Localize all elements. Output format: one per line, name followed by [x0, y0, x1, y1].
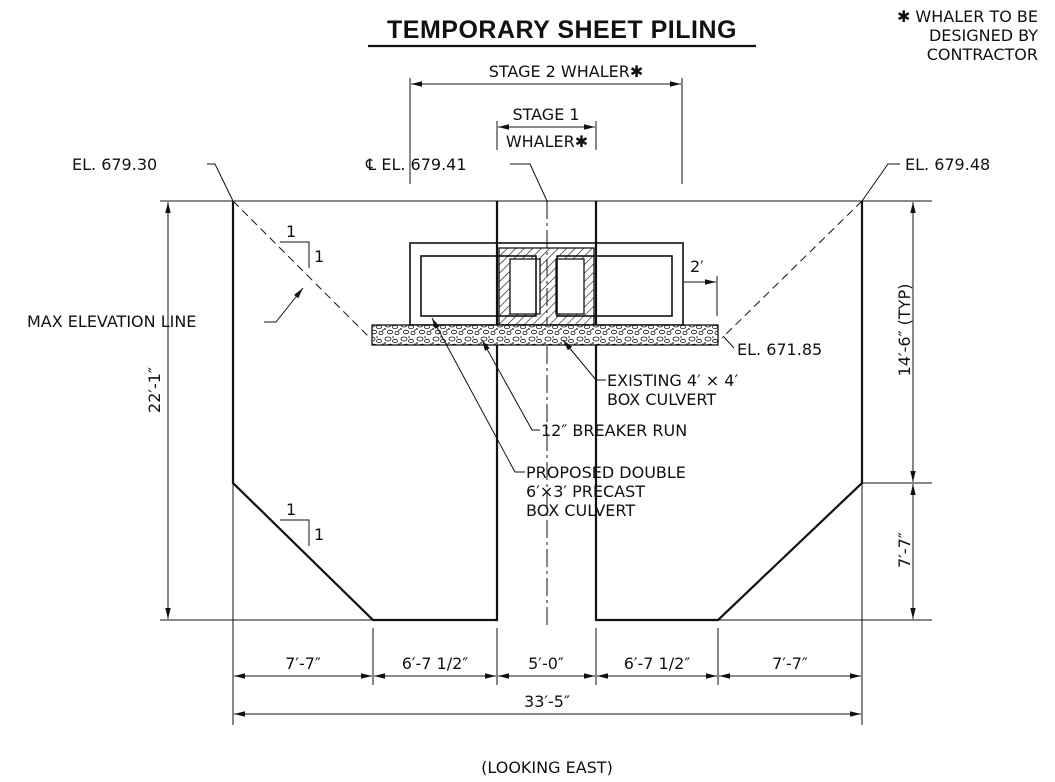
svg-text:1: 1	[314, 525, 324, 544]
whaler-note-line3: CONTRACTOR	[927, 45, 1038, 64]
breaker-run-leader	[481, 339, 540, 431]
segment-2-label: 6′-7 1/2″	[402, 654, 469, 673]
stage1-whaler-label-2: WHALER✱	[506, 132, 588, 151]
upper-height-label: 14′-6″ (TYP)	[895, 284, 914, 377]
svg-text:1: 1	[314, 247, 324, 266]
proposed-culvert-label-1: PROPOSED DOUBLE	[526, 463, 686, 482]
centerline-elevation-label: ℄ EL. 679.41	[365, 155, 467, 174]
segment-1-label: 7′-7″	[285, 654, 321, 673]
bedding-elevation-label: EL. 671.85	[737, 340, 822, 359]
stage2-whaler-label: STAGE 2 WHALER✱	[489, 62, 644, 81]
whaler-note-line2: DESIGNED BY	[929, 26, 1038, 45]
max-elevation-line-right	[721, 200, 863, 339]
left-elevation-label: EL. 679.30	[72, 155, 157, 174]
whaler-note-line1: ✱ WHALER TO BE	[897, 7, 1038, 26]
bedding-elevation-leader	[722, 335, 735, 349]
slope-symbol-upper: 1 1	[280, 222, 324, 268]
overall-height-label: 22′-1″	[145, 367, 164, 413]
lower-height-label: 7′-7″	[895, 532, 914, 568]
segment-3-label: 5′-0″	[528, 654, 564, 673]
stage1-whaler-label-1: STAGE 1	[512, 105, 579, 124]
existing-culvert-label-2: BOX CULVERT	[607, 390, 716, 409]
max-elevation-label: MAX ELEVATION LINE	[27, 312, 196, 331]
proposed-culvert-label-3: BOX CULVERT	[526, 501, 635, 520]
segment-5-label: 7′-7″	[772, 654, 808, 673]
drawing-title: TEMPORARY SHEET PILING	[387, 16, 737, 44]
overall-width-label: 33′-5″	[524, 692, 570, 711]
existing-culvert-leader	[562, 339, 606, 381]
max-elevation-line-left	[232, 200, 371, 339]
left-elevation-leader	[207, 163, 234, 202]
breaker-run-bedding	[371, 324, 719, 346]
sheet-piling-right	[594, 201, 864, 622]
slope-symbol-lower: 1 1	[280, 500, 324, 546]
existing-box-culvert	[498, 247, 595, 326]
proposed-culvert-label-2: 6′×3′ PRECAST	[526, 482, 645, 501]
right-elevation-label: EL. 679.48	[905, 155, 990, 174]
sheet-piling-left	[231, 201, 499, 622]
view-direction-label: (LOOKING EAST)	[481, 758, 613, 777]
max-elevation-leader	[264, 287, 304, 323]
breaker-run-label: 12″ BREAKER RUN	[541, 421, 687, 440]
centerline-elevation-leader	[510, 163, 548, 202]
svg-text:1: 1	[286, 222, 296, 241]
right-elevation-leader	[861, 163, 900, 202]
segment-4-label: 6′-7 1/2″	[624, 654, 691, 673]
proposed-culvert-leader	[431, 317, 525, 473]
svg-text:1: 1	[286, 500, 296, 519]
existing-culvert-label-1: EXISTING 4′ × 4′	[607, 371, 738, 390]
offset-label: 2′	[690, 257, 704, 276]
